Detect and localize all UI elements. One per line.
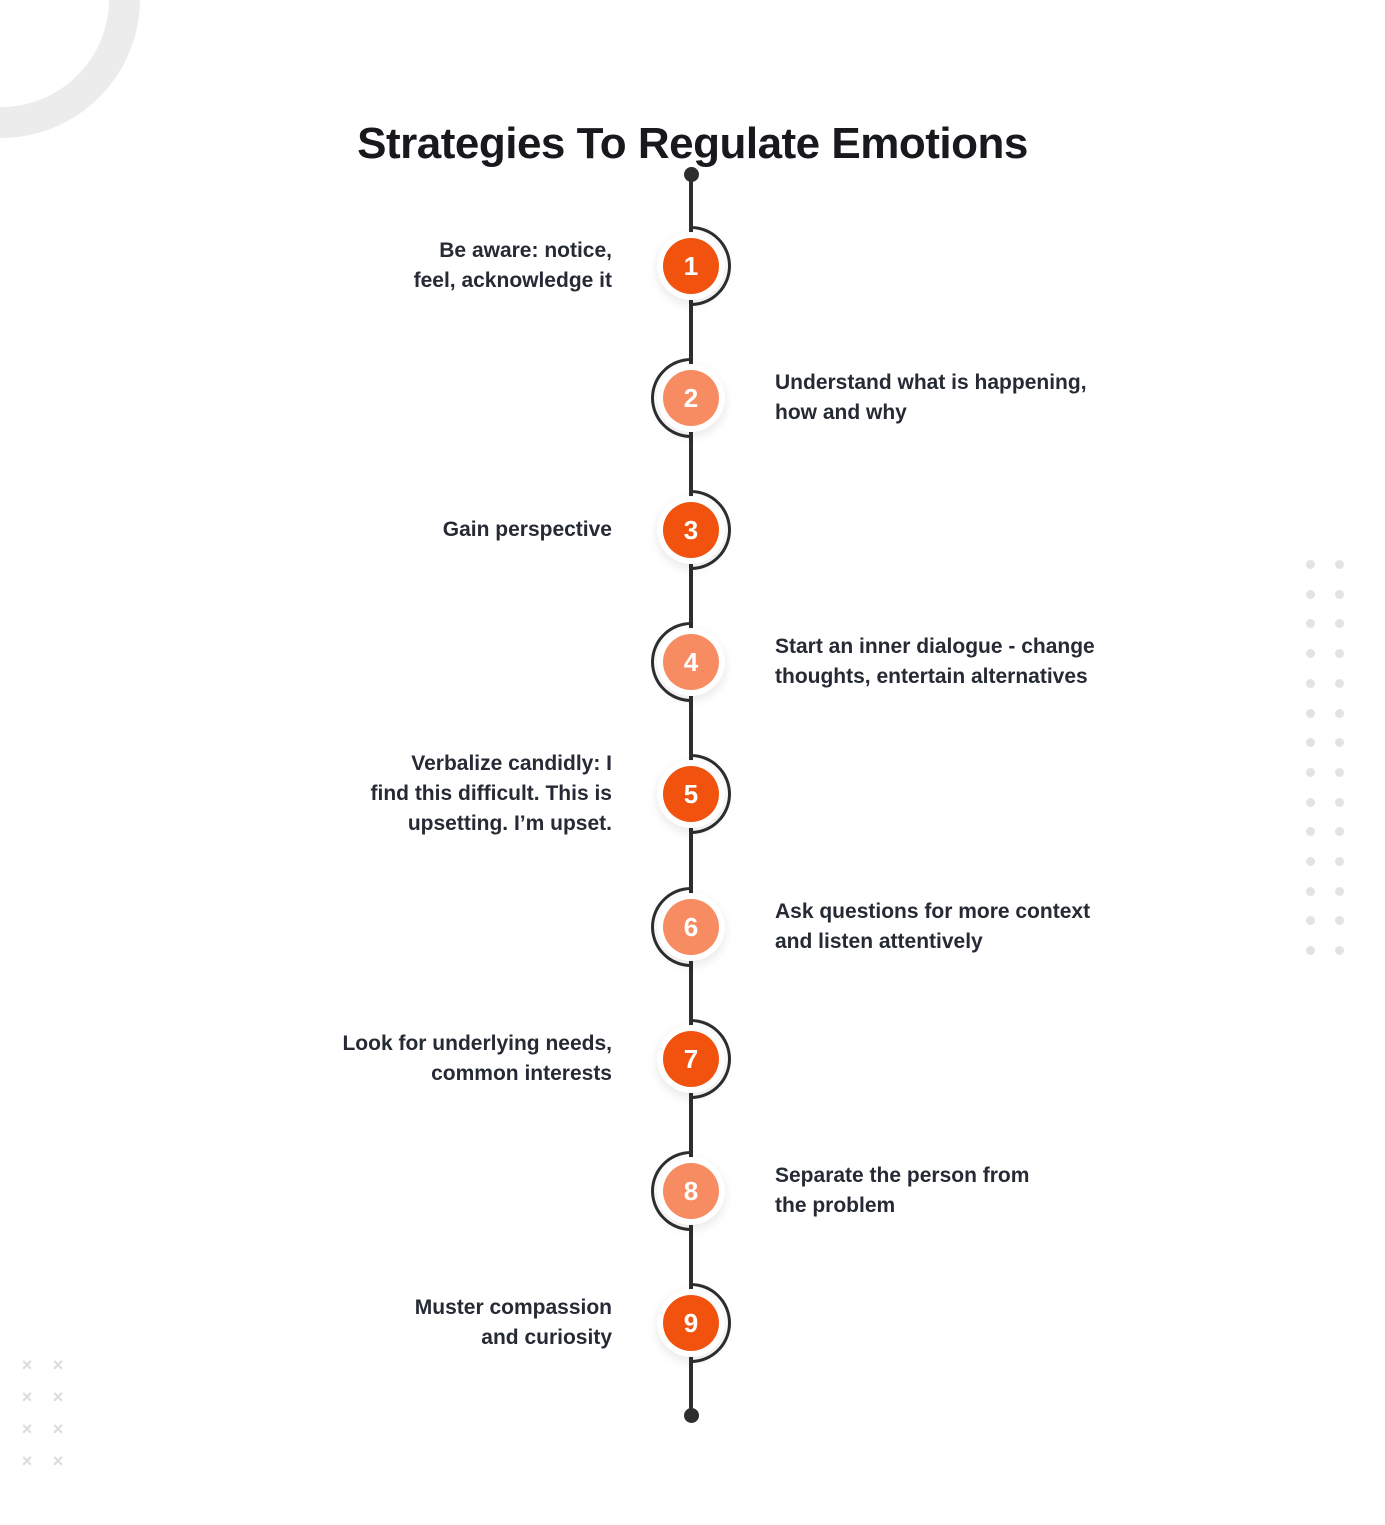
dot-decoration-icon xyxy=(1335,560,1344,569)
dot-decoration-icon xyxy=(1306,767,1315,777)
x-mark-decoration-icon: × xyxy=(52,1419,64,1439)
dot-decoration-icon xyxy=(1306,708,1315,718)
step-number-badge: 3 xyxy=(663,502,719,559)
step-number-badge: 7 xyxy=(663,1030,719,1087)
dot-decoration-icon xyxy=(1306,589,1315,599)
dot-decoration-icon xyxy=(1335,797,1344,807)
dot-decoration-icon xyxy=(1335,649,1344,659)
x-mark-decoration-icon: × xyxy=(52,1451,64,1471)
dot-decoration-icon xyxy=(1335,619,1344,629)
step-number-badge: 6 xyxy=(663,898,719,955)
step-number-badge: 2 xyxy=(663,370,719,427)
dot-decoration-icon xyxy=(1335,738,1344,748)
dot-decoration-icon xyxy=(1306,916,1315,926)
step-label: Gain perspective xyxy=(442,518,612,542)
step-number-badge: 9 xyxy=(663,1294,719,1351)
dot-decoration-icon xyxy=(1335,708,1344,718)
x-mark-decoration-icon: × xyxy=(21,1387,33,1407)
dot-decoration-icon xyxy=(1306,797,1315,807)
step-label: Muster compassion and curiosity xyxy=(414,1295,612,1349)
dot-decoration-icon xyxy=(1335,946,1344,956)
x-mark-decoration-icon: × xyxy=(52,1355,64,1375)
x-grid-decoration: × × × × × × × × xyxy=(18,1356,68,1476)
step-label: Verbalize candidly: I find this difficul… xyxy=(370,752,613,836)
dot-decoration-icon xyxy=(1306,649,1315,659)
dot-decoration-icon xyxy=(1306,886,1315,896)
dot-decoration-icon xyxy=(1306,678,1315,688)
dot-decoration-icon xyxy=(1306,619,1315,629)
dot-decoration-icon xyxy=(1335,916,1344,926)
dot-decoration-icon xyxy=(1335,857,1344,866)
step-label: Ask questions for more context and liste… xyxy=(775,899,1091,953)
x-mark-decoration-icon: × xyxy=(21,1451,33,1471)
step-number-badge: 8 xyxy=(663,1162,719,1219)
x-mark-decoration-icon: × xyxy=(21,1355,33,1375)
step-label: Be aware: notice, feel, acknowledge it xyxy=(413,239,612,292)
dots-grid-decoration xyxy=(1306,560,1346,960)
step-label: Separate the person from the problem xyxy=(775,1163,1030,1217)
dot-decoration-icon xyxy=(1306,946,1315,956)
x-mark-decoration-icon: × xyxy=(52,1387,64,1407)
dot-decoration-icon xyxy=(1335,886,1344,896)
step-label: Understand what is happening, how and wh… xyxy=(775,371,1087,425)
dot-decoration-icon xyxy=(1306,560,1315,569)
quarter-ring-decoration-icon xyxy=(0,0,140,138)
step-label: Look for underlying needs, common intere… xyxy=(342,1031,612,1085)
step-number-badge: 5 xyxy=(663,766,719,823)
step-label: Start an inner dialogue - change thought… xyxy=(775,635,1095,689)
timeline-end-dot-icon xyxy=(683,1408,699,1423)
dot-decoration-icon xyxy=(1335,589,1344,599)
dot-decoration-icon xyxy=(1306,827,1315,837)
page-title: Strategies To Regulate Emotions xyxy=(357,119,1028,169)
dot-decoration-icon xyxy=(1306,738,1315,748)
dot-decoration-icon xyxy=(1335,767,1344,777)
timeline-start-dot-icon xyxy=(683,167,699,182)
step-number-badge: 4 xyxy=(663,634,719,691)
x-mark-decoration-icon: × xyxy=(21,1419,33,1439)
dot-decoration-icon xyxy=(1335,827,1344,837)
step-number-badge: 1 xyxy=(663,238,719,294)
dot-decoration-icon xyxy=(1335,678,1344,688)
dot-decoration-icon xyxy=(1306,857,1315,866)
